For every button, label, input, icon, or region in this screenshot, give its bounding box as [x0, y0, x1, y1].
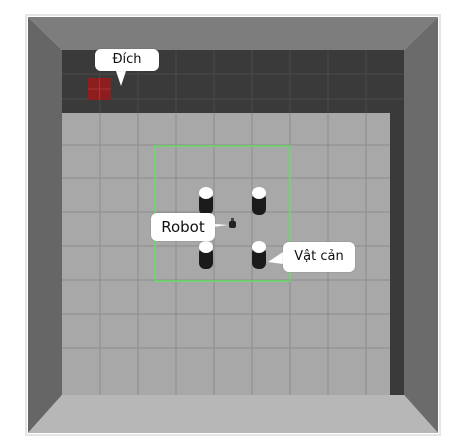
bottom-wall: [28, 395, 438, 433]
robot-icon: [229, 218, 236, 228]
goal-callout: Đích: [95, 49, 159, 71]
obstacle-icon: [252, 241, 266, 269]
obstacle-callout-pointer: [268, 252, 283, 264]
floor-grid: [62, 113, 390, 395]
robot-callout: Robot: [151, 213, 215, 241]
obstacle-icon: [199, 187, 213, 215]
goal-label: Đích: [112, 52, 142, 67]
right-wall: [404, 17, 438, 433]
obstacle-callout: Vật cản: [283, 242, 355, 272]
obstacle-icon: [252, 187, 266, 215]
top-wall: [28, 17, 438, 50]
goal-callout-pointer: [116, 71, 126, 86]
robot-label: Robot: [161, 218, 205, 236]
left-wall: [28, 17, 62, 433]
obstacle-label: Vật cản: [294, 249, 344, 264]
goal-marker-icon: [88, 78, 111, 100]
obstacle-icon: [199, 241, 213, 269]
